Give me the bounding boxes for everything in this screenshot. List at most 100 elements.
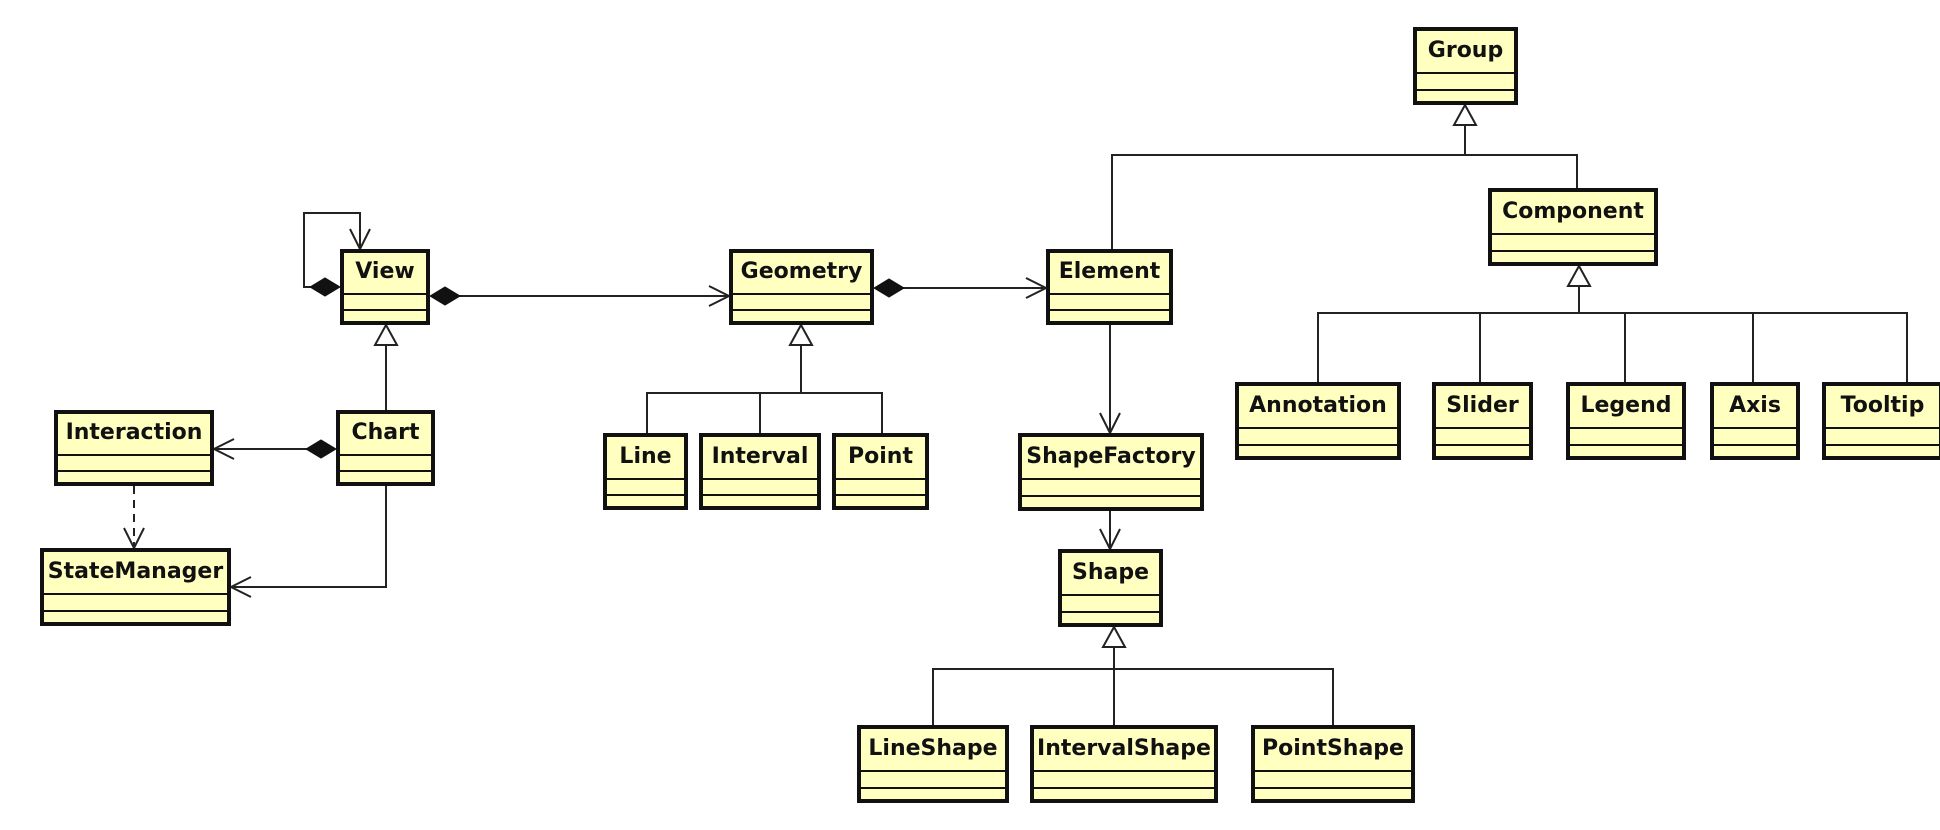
attributes-divider: [1034, 770, 1214, 772]
generalization-arrowhead: [373, 322, 399, 346]
class-box-annotation[interactable]: Annotation: [1235, 382, 1401, 460]
class-box-interaction[interactable]: Interaction: [54, 410, 214, 486]
attributes-divider: [1255, 770, 1411, 772]
class-box-legend[interactable]: Legend: [1566, 382, 1686, 460]
class-name: Annotation: [1249, 393, 1387, 418]
class-box-slider[interactable]: Slider: [1432, 382, 1533, 460]
association-arrowhead: [211, 438, 235, 460]
generalization-line-component-children: [1317, 312, 1908, 382]
attributes-divider: [1050, 293, 1169, 295]
generalization-arrowhead: [1452, 102, 1478, 126]
generalization-line-element-group: [1111, 154, 1578, 249]
operations-divider: [703, 494, 817, 496]
generalization-arrowhead: [788, 322, 814, 346]
class-name: PointShape: [1262, 736, 1404, 761]
composition-diamond: [305, 439, 337, 459]
class-name: Axis: [1729, 393, 1781, 418]
class-name: Interval: [711, 444, 809, 469]
class-name: Interaction: [65, 420, 203, 445]
attributes-divider: [1062, 594, 1159, 596]
operations-divider: [836, 494, 925, 496]
class-name: Point: [848, 444, 913, 469]
operations-divider: [1239, 444, 1397, 446]
class-name: Line: [619, 444, 672, 469]
generalization-arrowhead: [1566, 263, 1592, 287]
operations-divider: [1436, 444, 1529, 446]
class-name: Group: [1427, 38, 1504, 63]
operations-divider: [1714, 444, 1796, 446]
operations-divider: [340, 470, 431, 472]
operations-divider: [58, 470, 210, 472]
attributes-divider: [733, 293, 870, 295]
attributes-divider: [344, 293, 426, 295]
class-name: StateManager: [47, 559, 224, 584]
association-arrowhead: [228, 576, 252, 598]
attributes-divider: [58, 454, 210, 456]
operations-divider: [733, 309, 870, 311]
class-name: Slider: [1446, 393, 1519, 418]
attributes-divider: [861, 770, 1005, 772]
class-box-line[interactable]: Line: [603, 433, 688, 510]
operations-divider: [44, 610, 227, 612]
operations-divider: [1417, 89, 1514, 91]
class-box-geometry[interactable]: Geometry: [729, 249, 874, 325]
operations-divider: [1050, 309, 1169, 311]
attributes-divider: [1239, 427, 1397, 429]
composition-diamond: [429, 286, 461, 306]
class-box-view[interactable]: View: [340, 249, 430, 325]
attributes-divider: [1714, 427, 1796, 429]
class-name: ShapeFactory: [1026, 444, 1196, 469]
class-box-interval[interactable]: Interval: [699, 433, 821, 510]
operations-divider: [1062, 611, 1159, 613]
attributes-divider: [1570, 427, 1682, 429]
class-box-statemanager[interactable]: StateManager: [40, 548, 231, 626]
class-box-shapefactory[interactable]: ShapeFactory: [1018, 433, 1204, 511]
operations-divider: [1570, 444, 1682, 446]
generalization-arrowhead: [1101, 624, 1127, 648]
operations-divider: [861, 787, 1005, 789]
class-name: View: [355, 259, 415, 284]
class-box-axis[interactable]: Axis: [1710, 382, 1800, 460]
class-name: Chart: [351, 420, 420, 445]
operations-divider: [1022, 495, 1200, 497]
class-box-tooltip[interactable]: Tooltip: [1822, 382, 1940, 460]
class-name: Legend: [1580, 393, 1672, 418]
attributes-divider: [1022, 478, 1200, 480]
generalization-line-shape-children: [932, 668, 1334, 725]
operations-divider: [1034, 787, 1214, 789]
attributes-divider: [1417, 72, 1514, 74]
class-box-chart[interactable]: Chart: [336, 410, 435, 486]
operations-divider: [1492, 250, 1654, 252]
attributes-divider: [44, 593, 227, 595]
class-name: Component: [1502, 199, 1644, 224]
operations-divider: [607, 494, 684, 496]
class-box-lineshape[interactable]: LineShape: [857, 725, 1009, 803]
class-name: Tooltip: [1840, 393, 1925, 418]
class-box-element[interactable]: Element: [1046, 249, 1173, 325]
class-box-point[interactable]: Point: [832, 433, 929, 510]
attributes-divider: [1826, 427, 1939, 429]
class-box-intervalshape[interactable]: IntervalShape: [1030, 725, 1218, 803]
attributes-divider: [836, 478, 925, 480]
operations-divider: [1255, 787, 1411, 789]
association-line-chart-statemanager: [231, 486, 387, 588]
class-name: Shape: [1071, 560, 1150, 585]
attributes-divider: [703, 478, 817, 480]
class-name: Element: [1058, 259, 1161, 284]
attributes-divider: [340, 454, 431, 456]
operations-divider: [344, 309, 426, 311]
composition-diamond: [873, 278, 905, 298]
class-box-shape[interactable]: Shape: [1058, 549, 1163, 627]
generalization-line-geometry-children: [646, 392, 883, 433]
operations-divider: [1826, 444, 1939, 446]
class-name: IntervalShape: [1037, 736, 1211, 761]
class-box-component[interactable]: Component: [1488, 188, 1658, 266]
class-box-pointshape[interactable]: PointShape: [1251, 725, 1415, 803]
class-box-group[interactable]: Group: [1413, 27, 1518, 105]
attributes-divider: [1436, 427, 1529, 429]
attributes-divider: [607, 478, 684, 480]
composition-diamond: [309, 277, 341, 297]
class-name: Geometry: [740, 259, 863, 284]
